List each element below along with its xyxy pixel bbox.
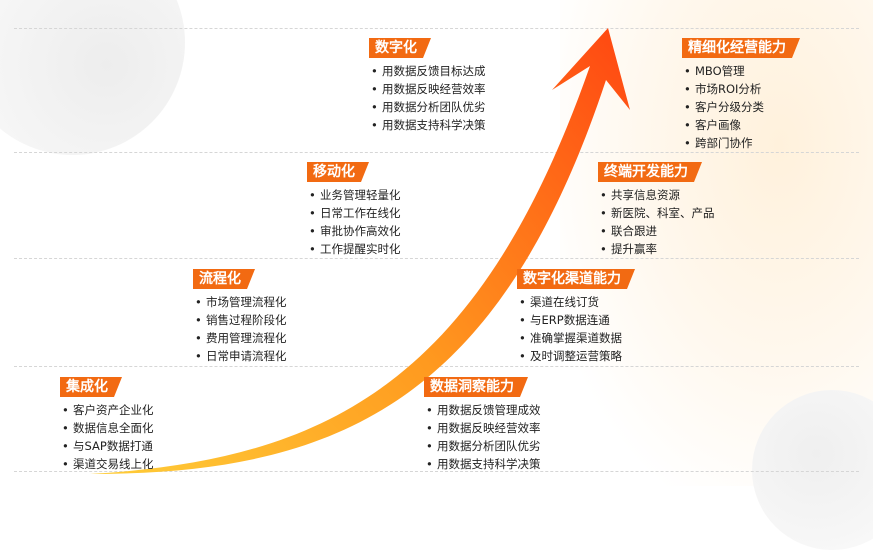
list-item: 客户资产企业化 — [60, 401, 154, 419]
list-item: 用数据反馈目标达成 — [369, 62, 486, 80]
divider-line — [14, 258, 859, 259]
list-item: 新医院、科室、产品 — [598, 204, 715, 222]
list-item: 销售过程阶段化 — [193, 311, 287, 329]
list-item: 提升赢率 — [598, 240, 715, 258]
list-item: 用数据反映经营效率 — [424, 419, 541, 437]
growth-arrow-body — [90, 28, 630, 474]
list-item: 用数据反馈管理成效 — [424, 401, 541, 419]
list-item: 市场管理流程化 — [193, 293, 287, 311]
stage-yidong: 移动化 业务管理轻量化 日常工作在线化 审批协作高效化 工作提醒实时化 — [307, 161, 401, 258]
list-item: 用数据支持科学决策 — [424, 455, 541, 473]
capability-zhongduan: 终端开发能力 共享信息资源 新医院、科室、产品 联合跟进 提升赢率 — [598, 161, 715, 258]
stage-title: 数据洞察能力 — [424, 377, 528, 397]
divider-line — [14, 152, 859, 153]
growth-arrow — [90, 28, 630, 474]
list-item: 与ERP数据连通 — [517, 311, 635, 329]
stage-title: 数字化 — [369, 38, 431, 58]
stage-item-list: 共享信息资源 新医院、科室、产品 联合跟进 提升赢率 — [598, 186, 715, 258]
capability-jingxi: 精细化经营能力 MBO管理 市场ROI分析 客户分级分类 客户画像 跨部门协作 — [682, 37, 800, 152]
list-item: 业务管理轻量化 — [307, 186, 401, 204]
list-item: 联合跟进 — [598, 222, 715, 240]
list-item: 共享信息资源 — [598, 186, 715, 204]
list-item: 与SAP数据打通 — [60, 437, 154, 455]
list-item: 日常工作在线化 — [307, 204, 401, 222]
stage-title: 精细化经营能力 — [682, 38, 800, 58]
stage-item-list: 渠道在线订货 与ERP数据连通 准确掌握渠道数据 及时调整运营策略 — [517, 293, 635, 365]
list-item: 客户画像 — [682, 116, 800, 134]
list-item: 渠道在线订货 — [517, 293, 635, 311]
stage-title: 集成化 — [60, 377, 122, 397]
stage-item-list: 用数据反馈管理成效 用数据反映经营效率 用数据分析团队优劣 用数据支持科学决策 — [424, 401, 541, 473]
list-item: 及时调整运营策略 — [517, 347, 635, 365]
capability-shuju-dongcha: 数据洞察能力 用数据反馈管理成效 用数据反映经营效率 用数据分析团队优劣 用数据… — [424, 376, 541, 473]
stage-jicheng: 集成化 客户资产企业化 数据信息全面化 与SAP数据打通 渠道交易线上化 — [60, 376, 154, 473]
stage-item-list: 市场管理流程化 销售过程阶段化 费用管理流程化 日常申请流程化 — [193, 293, 287, 365]
list-item: 用数据支持科学决策 — [369, 116, 486, 134]
divider-line — [14, 28, 859, 29]
capability-qudao: 数字化渠道能力 渠道在线订货 与ERP数据连通 准确掌握渠道数据 及时调整运营策… — [517, 268, 635, 365]
stage-item-list: 用数据反馈目标达成 用数据反映经营效率 用数据分析团队优劣 用数据支持科学决策 — [369, 62, 486, 134]
list-item: 费用管理流程化 — [193, 329, 287, 347]
list-item-continuation: 跨部门协作 — [682, 134, 800, 152]
stage-liucheng: 流程化 市场管理流程化 销售过程阶段化 费用管理流程化 日常申请流程化 — [193, 268, 287, 365]
list-item: 日常申请流程化 — [193, 347, 287, 365]
list-item: 工作提醒实时化 — [307, 240, 401, 258]
stage-item-list: MBO管理 市场ROI分析 客户分级分类 客户画像 跨部门协作 — [682, 62, 800, 152]
list-item: MBO管理 — [682, 62, 800, 80]
list-item: 用数据反映经营效率 — [369, 80, 486, 98]
stage-title: 移动化 — [307, 162, 369, 182]
list-item: 审批协作高效化 — [307, 222, 401, 240]
stage-item-list: 业务管理轻量化 日常工作在线化 审批协作高效化 工作提醒实时化 — [307, 186, 401, 258]
stage-item-list: 客户资产企业化 数据信息全面化 与SAP数据打通 渠道交易线上化 — [60, 401, 154, 473]
list-item: 渠道交易线上化 — [60, 455, 154, 473]
list-item: 客户分级分类 — [682, 98, 800, 116]
list-item: 用数据分析团队优劣 — [424, 437, 541, 455]
list-item: 用数据分析团队优劣 — [369, 98, 486, 116]
stage-title: 数字化渠道能力 — [517, 269, 635, 289]
stage-title: 终端开发能力 — [598, 162, 702, 182]
list-item: 市场ROI分析 — [682, 80, 800, 98]
stage-shuzi: 数字化 用数据反馈目标达成 用数据反映经营效率 用数据分析团队优劣 用数据支持科… — [369, 37, 486, 134]
list-item: 准确掌握渠道数据 — [517, 329, 635, 347]
list-item: 数据信息全面化 — [60, 419, 154, 437]
stage-title: 流程化 — [193, 269, 255, 289]
